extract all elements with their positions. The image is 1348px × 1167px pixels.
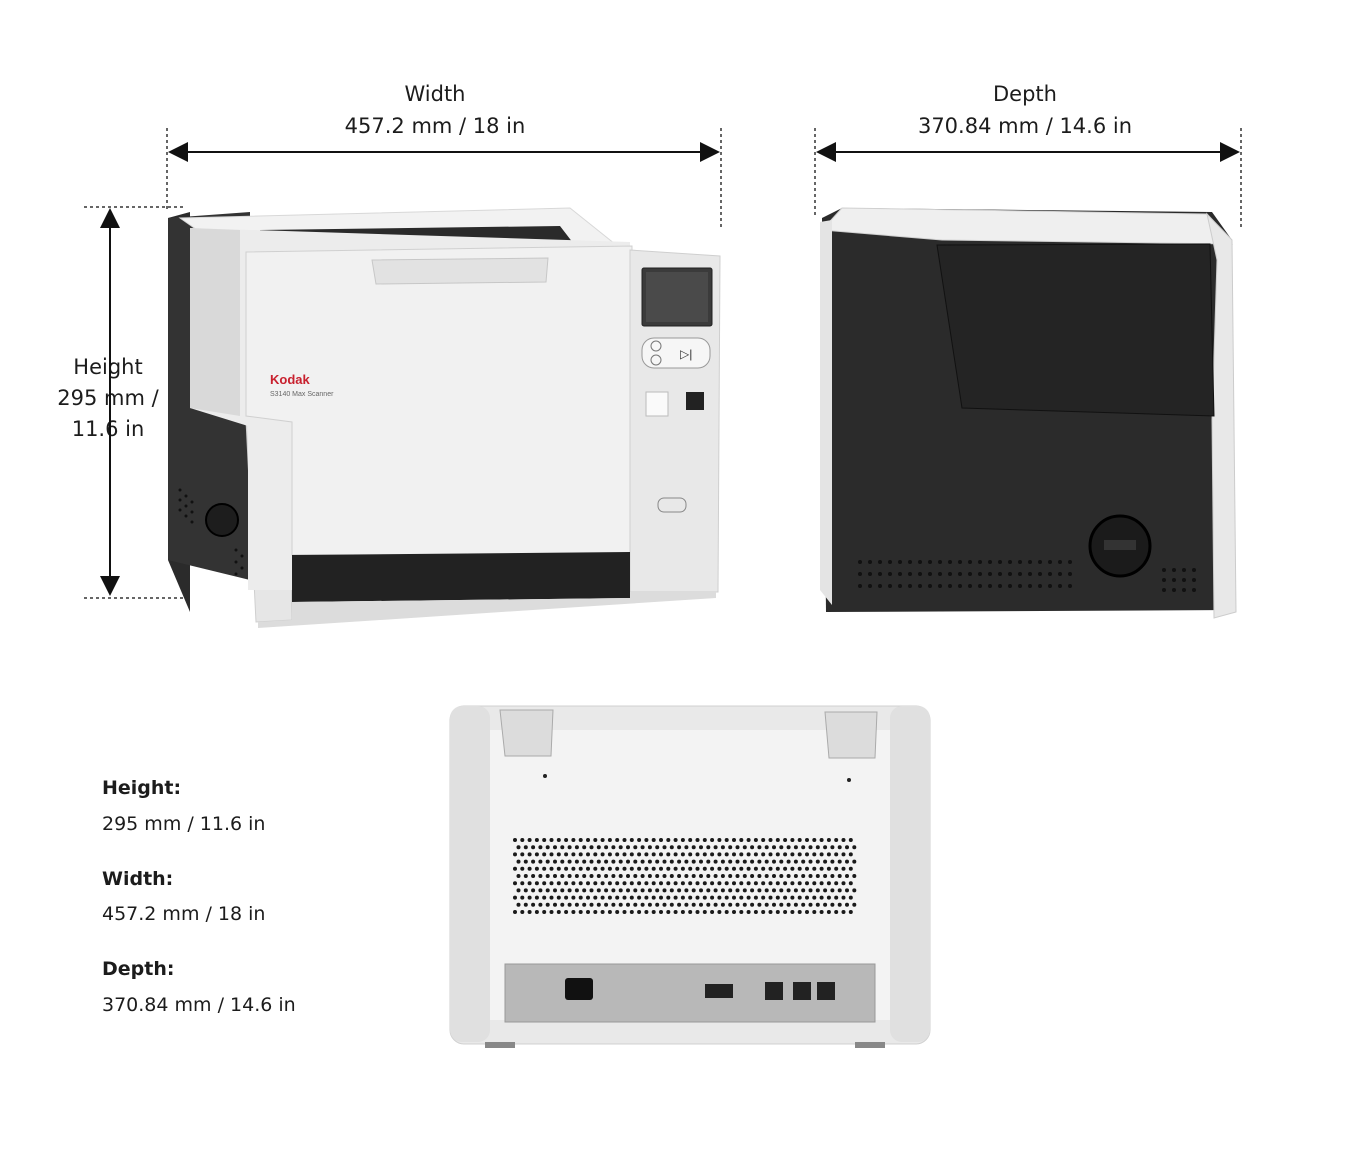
scanner-side-view — [820, 207, 1237, 619]
svg-text:▷|: ▷| — [680, 347, 692, 361]
depth-title: Depth — [993, 82, 1057, 106]
width-title: Width — [404, 82, 466, 106]
width-value: 457.2 mm / 18 in — [344, 114, 526, 138]
spec-width-value: 457.2 mm / 18 in — [102, 903, 266, 925]
spec-height-title: Height: — [102, 777, 182, 799]
scanner-brand-text: Kodak — [270, 372, 311, 387]
scanner-rear-view — [449, 705, 931, 1048]
depth-dimension-label: Depth 370.84 mm / 14.6 in — [870, 78, 1180, 142]
width-dimension-label: Width 457.2 mm / 18 in — [280, 78, 590, 142]
depth-value: 370.84 mm / 14.6 in — [917, 114, 1133, 138]
spec-depth-value: 370.84 mm / 14.6 in — [102, 994, 296, 1016]
scanner-front-view: ▷| Kodak S3140 Max Scanner — [168, 207, 721, 628]
spec-width-title: Width: — [102, 868, 174, 890]
spec-depth-title: Depth: — [102, 958, 175, 980]
spec-height-value: 295 mm / 11.6 in — [102, 813, 266, 835]
scanner-model-text: S3140 Max Scanner — [270, 391, 334, 398]
